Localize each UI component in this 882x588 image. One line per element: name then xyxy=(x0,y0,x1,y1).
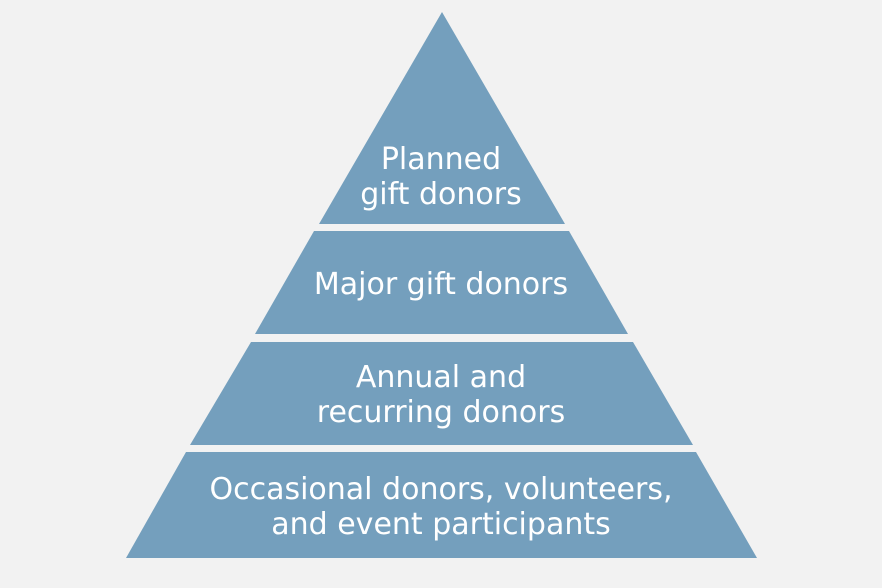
tier-3-label: Annual and recurring donors xyxy=(0,360,882,430)
tier-2-shape xyxy=(255,231,628,334)
tier-2-label: Major gift donors xyxy=(0,267,882,302)
tier-3-shape xyxy=(190,342,693,445)
tier-3-line1: Annual and xyxy=(355,360,527,395)
tier-1-shape xyxy=(319,12,565,224)
tier-3-line2: recurring donors xyxy=(316,395,566,430)
tier-1-line2: gift donors xyxy=(360,177,522,212)
tier-4-line2: and event participants xyxy=(271,507,611,542)
tier-1-label: Planned gift donors xyxy=(0,142,882,212)
tier-4-line1: Occasional donors, volunteers, xyxy=(209,472,673,507)
tier-4-label: Occasional donors, volunteers, and event… xyxy=(0,472,882,542)
tier-2-line1: Major gift donors xyxy=(313,267,569,302)
tier-4-shape xyxy=(126,452,757,558)
tier-1-line1: Planned xyxy=(380,142,502,177)
